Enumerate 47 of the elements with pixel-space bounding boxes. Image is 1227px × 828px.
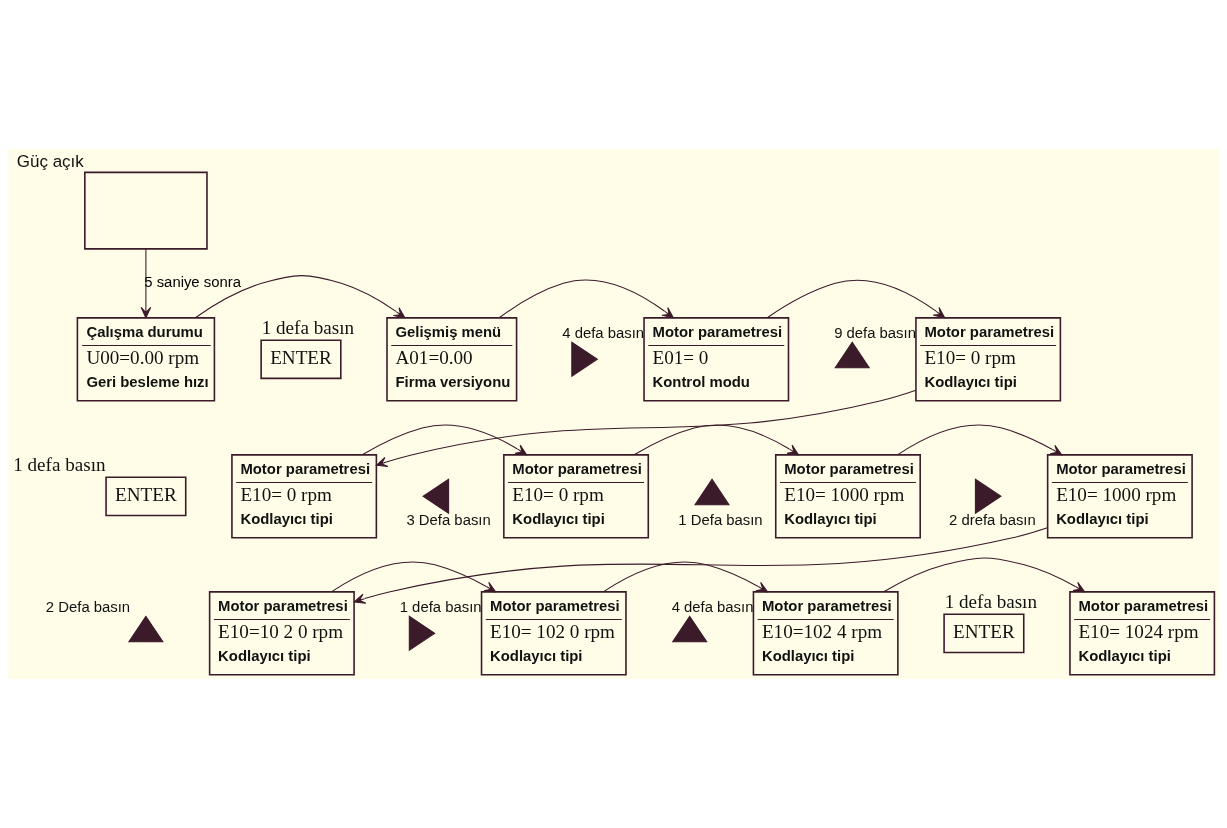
node-label: Güç açık: [16, 151, 84, 171]
arrow: [633, 424, 799, 456]
arrow: [896, 424, 1063, 456]
node-picture: [422, 478, 450, 515]
node-box: Motor parametresi E10= 0 rpm Kodlayıcı tipi: [231, 454, 378, 539]
node-label: 1 defa basın: [944, 591, 1037, 613]
node-label: 1 defa basın: [13, 454, 106, 476]
node-picture: [127, 615, 164, 643]
node-label: 3 Defa basın: [406, 512, 491, 529]
node-box: Çalışma durumu U00=0.00 rpm Geri besleme hızı: [76, 317, 216, 402]
arrow: [766, 279, 946, 319]
node-box: Motor parametresi E10= 0 rpm Kodlayıcı tipi: [503, 454, 650, 539]
node-label: 4 defa basın: [671, 599, 754, 616]
node-box: Motor parametresi E10=10 2 0 rpm Kodlayıcı tipi: [208, 591, 355, 676]
node-picture: [408, 615, 436, 652]
arrow: [330, 561, 497, 593]
node-label: 2 drefa basın: [949, 512, 1036, 529]
arrow: [361, 424, 528, 456]
node-picture: [974, 478, 1002, 515]
node-label: 9 defa basın: [834, 325, 916, 342]
node-box: ENTER: [260, 339, 342, 380]
node-label: 1 defa basın: [399, 599, 482, 616]
node-box: Motor parametresi E10=102 4 rpm Kodlayıcı tipi: [752, 591, 899, 676]
node-label: 4 defa basın: [562, 325, 645, 342]
node-picture: [834, 341, 871, 369]
node-box: Motor parametresi E10= 102 0 rpm Kodlayıcı tipi: [480, 591, 627, 676]
node-label: 1 defa basın: [261, 317, 355, 339]
node-box: Motor parametresi E10= 1000 rpm Kodlayıcı tipi: [1046, 454, 1193, 539]
node-label: 2 Defa basın: [45, 599, 131, 616]
node-box: Motor parametresi E10= 1000 rpm Kodlayıcı tipi: [774, 454, 921, 539]
node-picture: [671, 615, 708, 643]
arrow: [194, 275, 406, 319]
arrow: [883, 557, 1086, 593]
node-box: ENTER: [105, 476, 187, 517]
node-picture: [571, 341, 599, 378]
arrow: [602, 561, 769, 593]
arrow: [353, 527, 1048, 604]
node-label: 1 Defa basın: [678, 512, 763, 529]
node-picture: [694, 478, 730, 506]
node-box: [84, 171, 208, 250]
node-box: Motor parametresi E01= 0 Kontrol modu: [643, 317, 790, 402]
node-box: Motor parametresi E10= 0 rpm Kodlayıcı tipi: [915, 317, 1062, 402]
node-box: Gelişmiş menü A01=0.00 Firma versiyonu: [386, 317, 518, 402]
arrow: [375, 389, 917, 468]
node-box: Motor parametresi E10= 1024 rpm Kodlayıcı tipi: [1069, 591, 1216, 676]
arrow: [498, 279, 674, 319]
node-box: ENTER: [943, 613, 1025, 654]
